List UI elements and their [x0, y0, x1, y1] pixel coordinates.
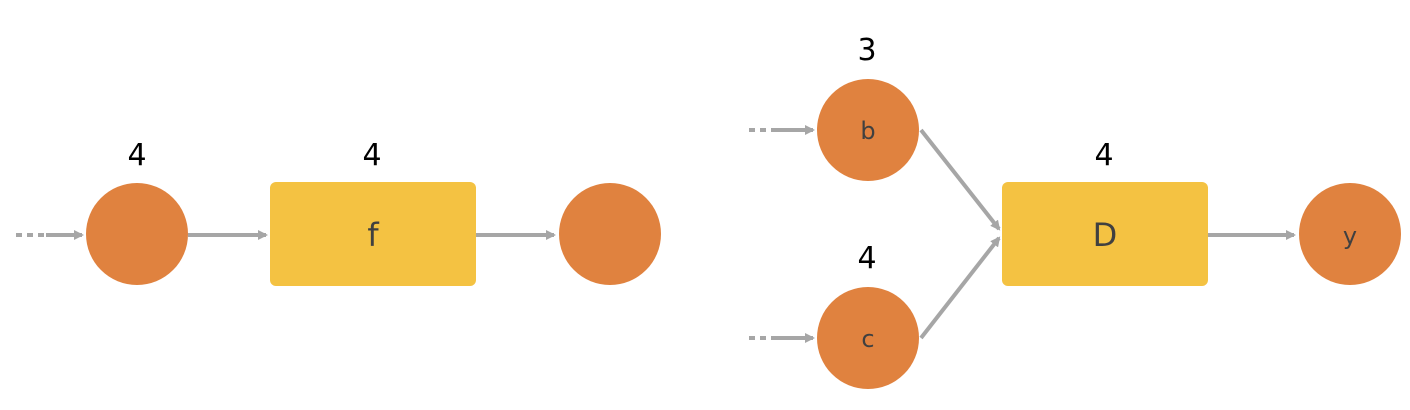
left-input-node — [86, 183, 188, 285]
right-node-b-count: 3 — [857, 33, 876, 68]
right-op-label: D — [1093, 216, 1118, 254]
right-graph: b 3 c 4 D 4 y — [749, 33, 1401, 389]
left-op-box: f — [270, 182, 476, 286]
right-node-c: c — [817, 287, 919, 389]
left-graph: 4 f 4 — [16, 138, 661, 286]
right-edge-b-to-op — [919, 128, 1001, 231]
right-node-y: y — [1299, 183, 1401, 285]
left-op-count: 4 — [362, 138, 381, 173]
right-op-box: D — [1002, 182, 1208, 286]
left-op-label: f — [367, 216, 379, 254]
right-edge-c-to-op — [919, 236, 1001, 340]
right-op-count: 4 — [1094, 138, 1113, 173]
right-node-y-label: y — [1343, 222, 1357, 250]
right-node-b: b — [817, 79, 919, 181]
right-node-b-label: b — [860, 117, 875, 145]
left-input-node-count: 4 — [127, 138, 146, 173]
left-output-node — [559, 183, 661, 285]
right-node-c-count: 4 — [857, 241, 876, 276]
right-node-c-label: c — [861, 325, 874, 353]
